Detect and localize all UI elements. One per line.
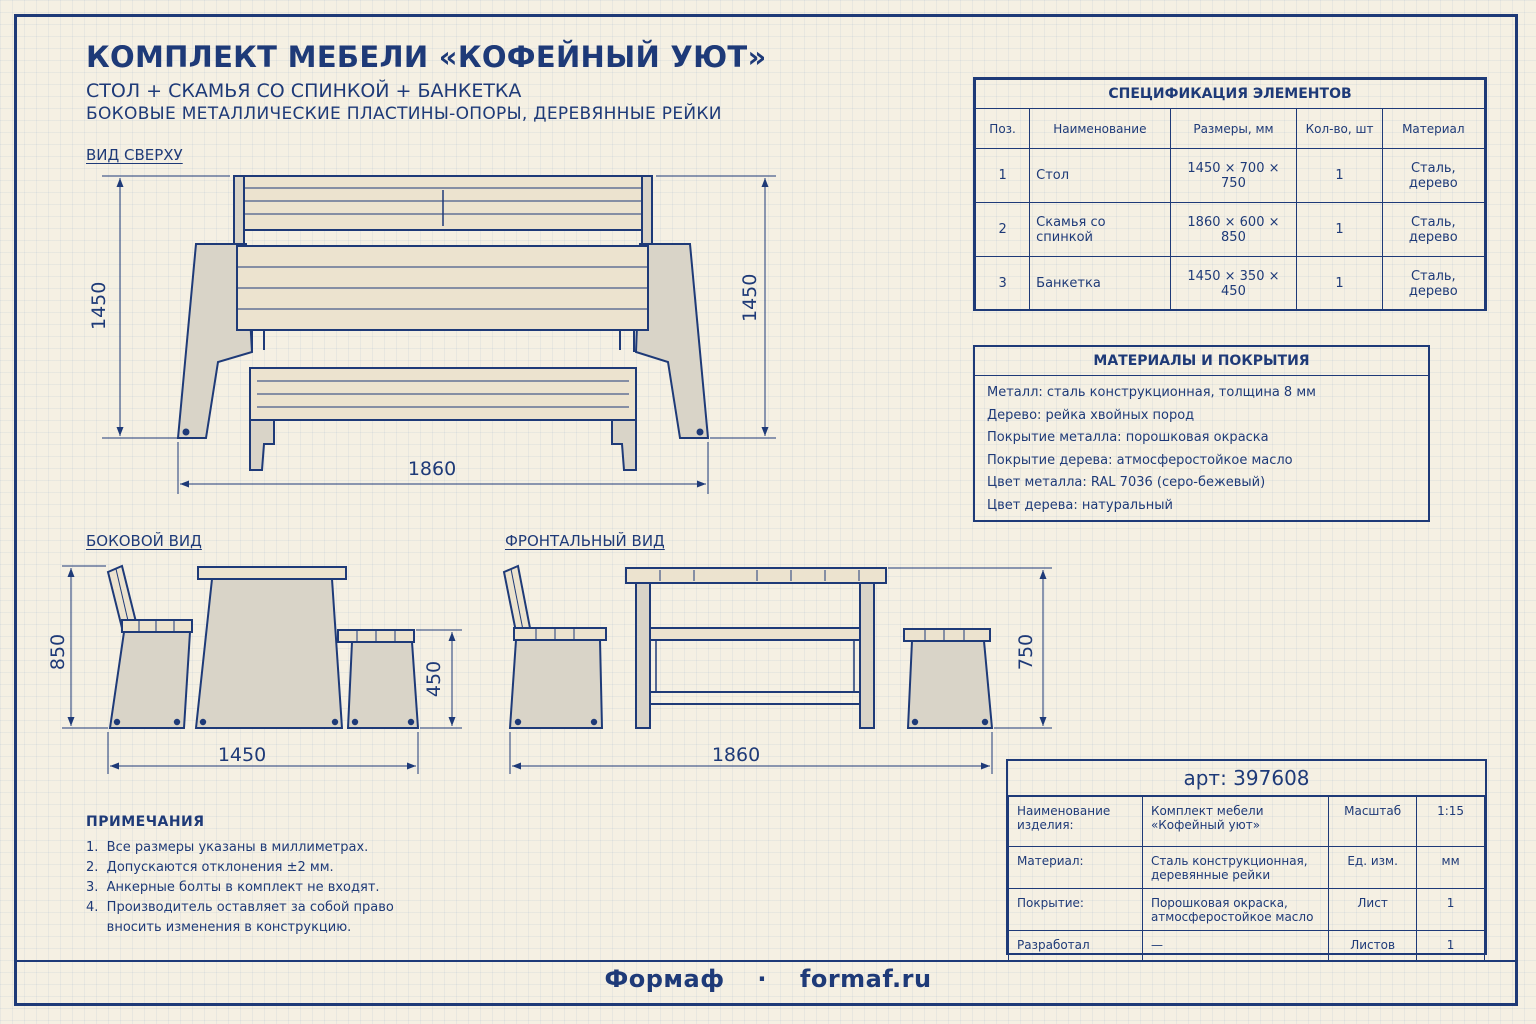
footer-brand: Формаф · formaf.ru xyxy=(0,965,1536,993)
title-block-cell: Лист xyxy=(1328,888,1418,931)
title-block-cell: Материал: xyxy=(1008,846,1143,889)
spec-header-cell: Поз. xyxy=(974,108,1031,149)
materials-item: Цвет металла: RAL 7036 (серо-бежевый) xyxy=(987,475,1266,490)
title-block-cell: Листов xyxy=(1328,930,1418,961)
notes-title: ПРИМЕЧАНИЯ xyxy=(86,814,205,830)
materials-box: МАТЕРИАЛЫ И ПОКРЫТИЯ Металл: сталь конст… xyxy=(973,345,1430,522)
materials-item: Покрытие дерева: атмосферостойкое масло xyxy=(987,452,1293,468)
title-block: арт: 397608 Наименование изделия:Комплек… xyxy=(1006,759,1487,961)
spec-cell: Стол xyxy=(1029,148,1171,203)
spec-cell: 1450 × 350 × 450 xyxy=(1169,256,1298,311)
spec-cell: 1 xyxy=(1296,202,1383,257)
spec-cell: 1 xyxy=(1296,256,1383,311)
title-block-cell: Сталь конструкционная, деревянные рейки xyxy=(1141,846,1330,889)
notes-list: 1. Все размеры указаны в миллиметрах. 2. … xyxy=(86,838,394,938)
top-view-dim-bottom: 1860 xyxy=(407,458,457,480)
note-item: 1. Все размеры указаны в миллиметрах. xyxy=(86,840,369,855)
side-view-dim-bench: 450 xyxy=(423,660,445,698)
title-block-cell: 1 xyxy=(1416,888,1485,931)
footer-divider xyxy=(14,960,1518,962)
spec-cell: Сталь, дерево xyxy=(1381,202,1486,257)
top-view-drawing xyxy=(176,175,710,471)
brand-name: Формаф xyxy=(604,965,725,993)
spec-cell: Сталь, дерево xyxy=(1381,256,1486,311)
title-block-cell: Масштаб xyxy=(1328,796,1418,847)
title-block-cell: 1:15 xyxy=(1416,796,1485,847)
front-view-dimensions xyxy=(509,567,1052,774)
materials-item: Цвет дерева: натуральный xyxy=(987,497,1173,513)
front-view-drawing xyxy=(502,564,994,729)
note-item: 2. Допускаются отклонения ±2 мм. xyxy=(86,860,334,875)
spec-cell: Скамья со спинкой xyxy=(1029,202,1171,257)
page-subtitle: СТОЛ + СКАМЬЯ СО СПИНКОЙ + БАНКЕТКА xyxy=(86,80,522,102)
title-block-cell: Ед. изм. xyxy=(1328,846,1418,889)
spec-cell: Банкетка xyxy=(1029,256,1171,311)
materials-item: Дерево: рейка хвойных пород xyxy=(987,407,1195,423)
front-view-label: ФРОНТАЛЬНЫЙ ВИД xyxy=(505,532,665,550)
side-view-dimensions xyxy=(62,565,462,774)
title-block-cell: мм xyxy=(1416,846,1485,889)
title-block-cell: 1 xyxy=(1416,930,1485,961)
spec-cell: 1450 × 700 × 750 xyxy=(1169,148,1298,203)
title-block-row: Наименование изделия:Комплект мебели «Ко… xyxy=(1008,796,1485,847)
side-view-drawing xyxy=(106,564,420,729)
spec-cell: 1 xyxy=(1296,148,1383,203)
spec-cell: 3 xyxy=(974,256,1031,311)
spec-cell: 2 xyxy=(974,202,1031,257)
title-block-cell: — xyxy=(1141,930,1330,961)
spec-header-cell: Наименование xyxy=(1029,108,1171,149)
top-view-dim-right: 1450 xyxy=(739,273,761,322)
title-block-cell: Комплект мебели «Кофейный уют» xyxy=(1141,796,1330,847)
title-block-cell: Порошковая окраска, атмосферостойкое мас… xyxy=(1141,888,1330,931)
top-view-dim-left: 1450 xyxy=(88,281,110,330)
title-block-row: Материал:Сталь конструкционная, деревянн… xyxy=(1008,846,1485,889)
side-view-label: БОКОВОЙ ВИД xyxy=(86,532,202,550)
brand-site-link[interactable]: formaf.ru xyxy=(799,965,932,993)
spec-header-cell: Кол-во, шт xyxy=(1296,108,1383,149)
front-view-dim-height: 750 xyxy=(1015,633,1037,671)
title-block-cell: Наименование изделия: xyxy=(1008,796,1143,847)
top-view-dimensions xyxy=(102,175,776,494)
article-number: арт: 397608 xyxy=(1008,761,1485,796)
spec-cell: Сталь, дерево xyxy=(1381,148,1486,203)
spec-cell: 1860 × 600 × 850 xyxy=(1169,202,1298,257)
side-view-dim-height: 850 xyxy=(47,633,69,671)
page-subtitle-materials: БОКОВЫЕ МЕТАЛЛИЧЕСКИЕ ПЛАСТИНЫ-ОПОРЫ, ДЕ… xyxy=(86,104,722,124)
side-view-dim-bottom: 1450 xyxy=(217,744,267,766)
materials-title: МАТЕРИАЛЫ И ПОКРЫТИЯ xyxy=(975,347,1428,376)
materials-item: Покрытие металла: порошковая окраска xyxy=(987,430,1269,445)
page-title: КОМПЛЕКТ МЕБЕЛИ «КОФЕЙНЫЙ УЮТ» xyxy=(86,40,767,74)
note-item: вносить изменения в конструкцию. xyxy=(86,920,352,935)
top-view-label: ВИД СВЕРХУ xyxy=(86,146,183,164)
title-block-cell: Разработал xyxy=(1008,930,1143,961)
drawing-frame xyxy=(14,14,1518,1006)
title-block-row: Покрытие:Порошковая окраска, атмосферост… xyxy=(1008,888,1485,931)
note-item: 3. Анкерные болты в комплект не входят. xyxy=(86,880,380,895)
spec-header-cell: Размеры, мм xyxy=(1169,108,1298,149)
brand-separator: · xyxy=(757,965,768,993)
title-block-cell: Покрытие: xyxy=(1008,888,1143,931)
note-item: 4. Производитель оставляет за собой прав… xyxy=(86,900,394,915)
materials-item: Металл: сталь конструкционная, толщина 8… xyxy=(987,385,1316,400)
spec-title: СПЕЦИФИКАЦИЯ ЭЛЕМЕНТОВ xyxy=(975,79,1485,109)
front-view-dim-bottom: 1860 xyxy=(711,744,761,766)
spec-cell: 1 xyxy=(974,148,1031,203)
spec-header-cell: Материал xyxy=(1381,108,1486,149)
